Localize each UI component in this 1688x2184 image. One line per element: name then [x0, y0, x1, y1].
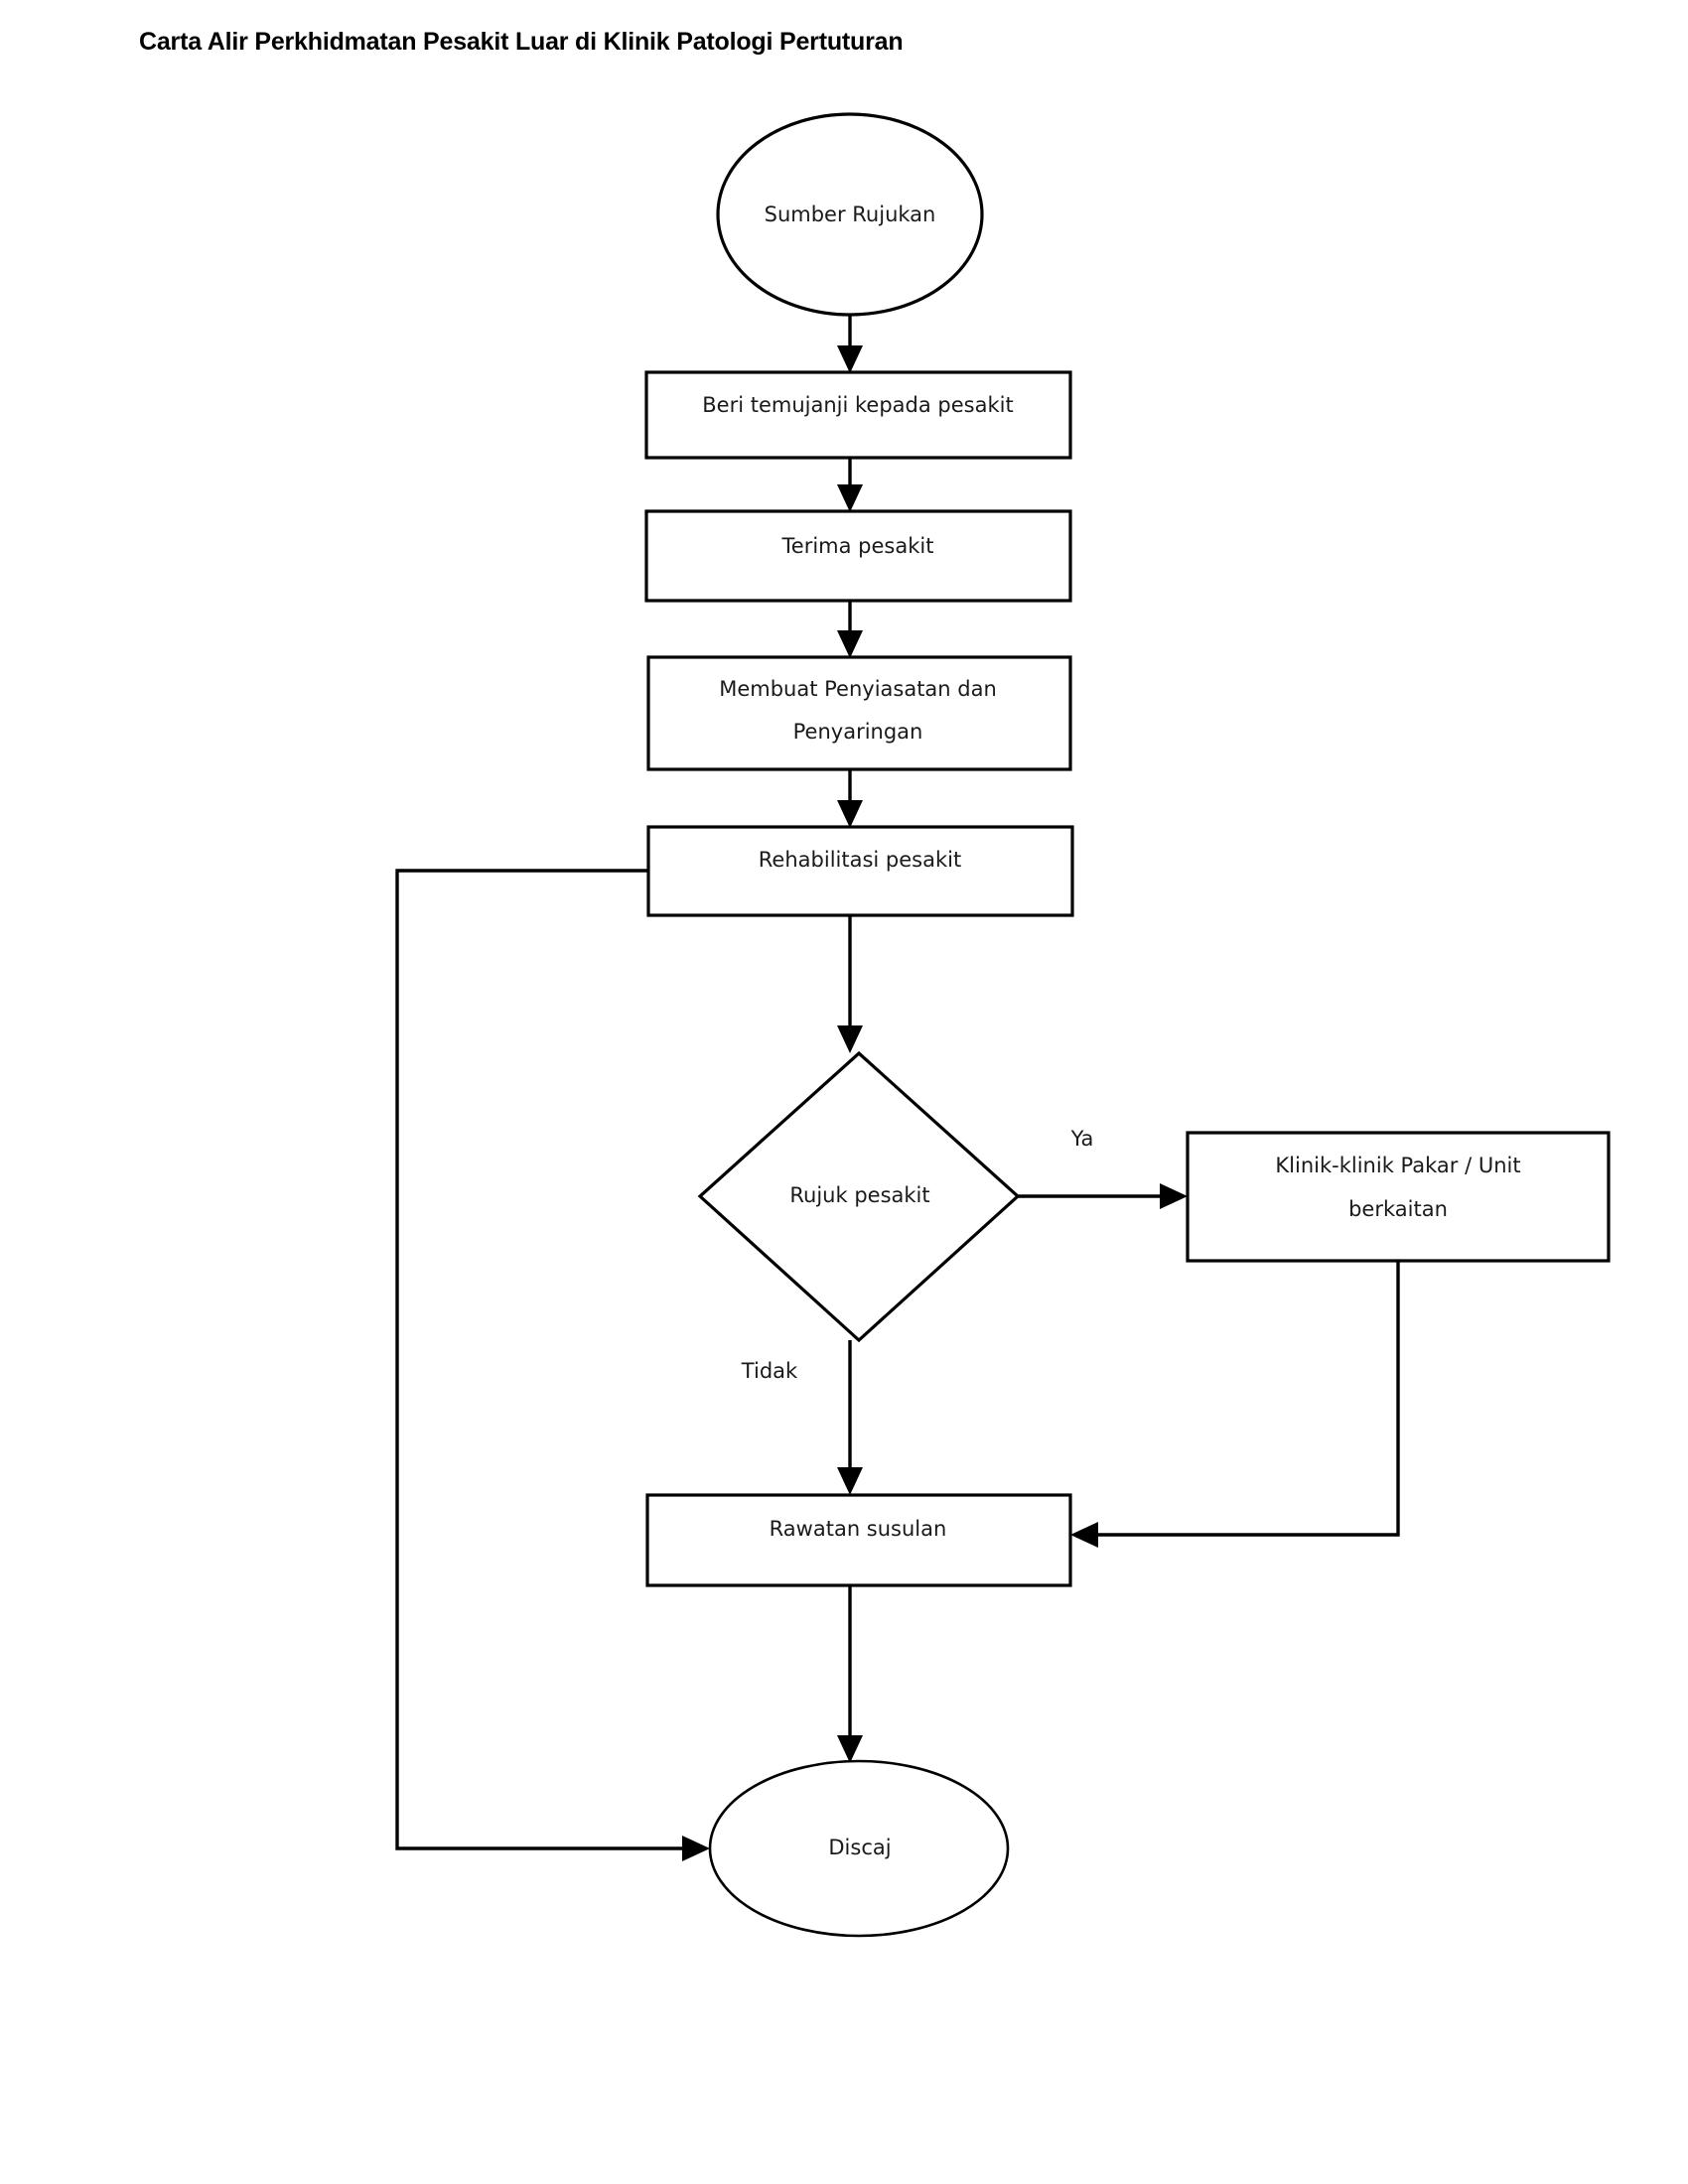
node-membuat-penyiasatan[interactable]: Membuat Penyiasatan dan Penyaringan: [646, 655, 1072, 771]
node-beri-temujanji-label: Beri temujanji kepada pesakit: [702, 393, 1013, 417]
edge-beri-temujanji-to-terima-pesakit: [837, 458, 863, 512]
node-discaj[interactable]: Discaj: [708, 1759, 1010, 1938]
node-sumber-rujukan[interactable]: Sumber Rujukan: [716, 112, 984, 317]
page-title: Carta Alir Perkhidmatan Pesakit Luar di …: [139, 28, 904, 56]
node-rehabilitasi-pesakit-label: Rehabilitasi pesakit: [759, 848, 961, 872]
node-klinik-pakar[interactable]: Klinik-klinik Pakar / Unit berkaitan: [1186, 1131, 1611, 1263]
edge-label-tidak: Tidak: [741, 1359, 798, 1383]
edge-rujuk-pesakit-ya-to-klinik-pakar: [1018, 1183, 1188, 1209]
edge-sumber-rujukan-to-beri-temujanji: [837, 316, 863, 373]
edge-rehabilitasi-to-discaj-bypass: [395, 869, 710, 1861]
edge-label-ya: Ya: [1070, 1127, 1094, 1151]
edge-klinik-pakar-to-rawatan-susulan: [1070, 1261, 1400, 1548]
node-klinik-pakar-label-line1: Klinik-klinik Pakar / Unit: [1275, 1154, 1520, 1177]
node-discaj-label: Discaj: [828, 1836, 891, 1859]
node-rujuk-pesakit-decision[interactable]: Rujuk pesakit: [697, 1050, 1021, 1343]
node-rawatan-susulan-label: Rawatan susulan: [770, 1517, 947, 1541]
node-rehabilitasi-pesakit[interactable]: Rehabilitasi pesakit: [646, 825, 1074, 917]
node-rujuk-pesakit-label: Rujuk pesakit: [789, 1183, 929, 1207]
edge-membuat-penyiasatan-to-rehabilitasi: [837, 769, 863, 828]
node-membuat-penyiasatan-label-line2: Penyaringan: [793, 720, 923, 744]
node-beri-temujanji[interactable]: Beri temujanji kepada pesakit: [644, 370, 1072, 460]
node-rawatan-susulan[interactable]: Rawatan susulan: [645, 1493, 1072, 1587]
node-terima-pesakit-label: Terima pesakit: [781, 534, 934, 558]
node-klinik-pakar-label-line2: berkaitan: [1348, 1197, 1448, 1221]
edge-rujuk-pesakit-tidak-to-rawatan-susulan: [837, 1340, 863, 1495]
edge-rehabilitasi-to-rujuk-pesakit: [837, 915, 863, 1053]
node-sumber-rujukan-label: Sumber Rujukan: [765, 203, 936, 226]
node-terima-pesakit[interactable]: Terima pesakit: [644, 509, 1072, 603]
node-membuat-penyiasatan-label-line1: Membuat Penyiasatan dan: [719, 677, 997, 701]
edge-terima-pesakit-to-membuat-penyiasatan: [837, 601, 863, 658]
edge-rawatan-susulan-to-discaj: [837, 1585, 863, 1763]
